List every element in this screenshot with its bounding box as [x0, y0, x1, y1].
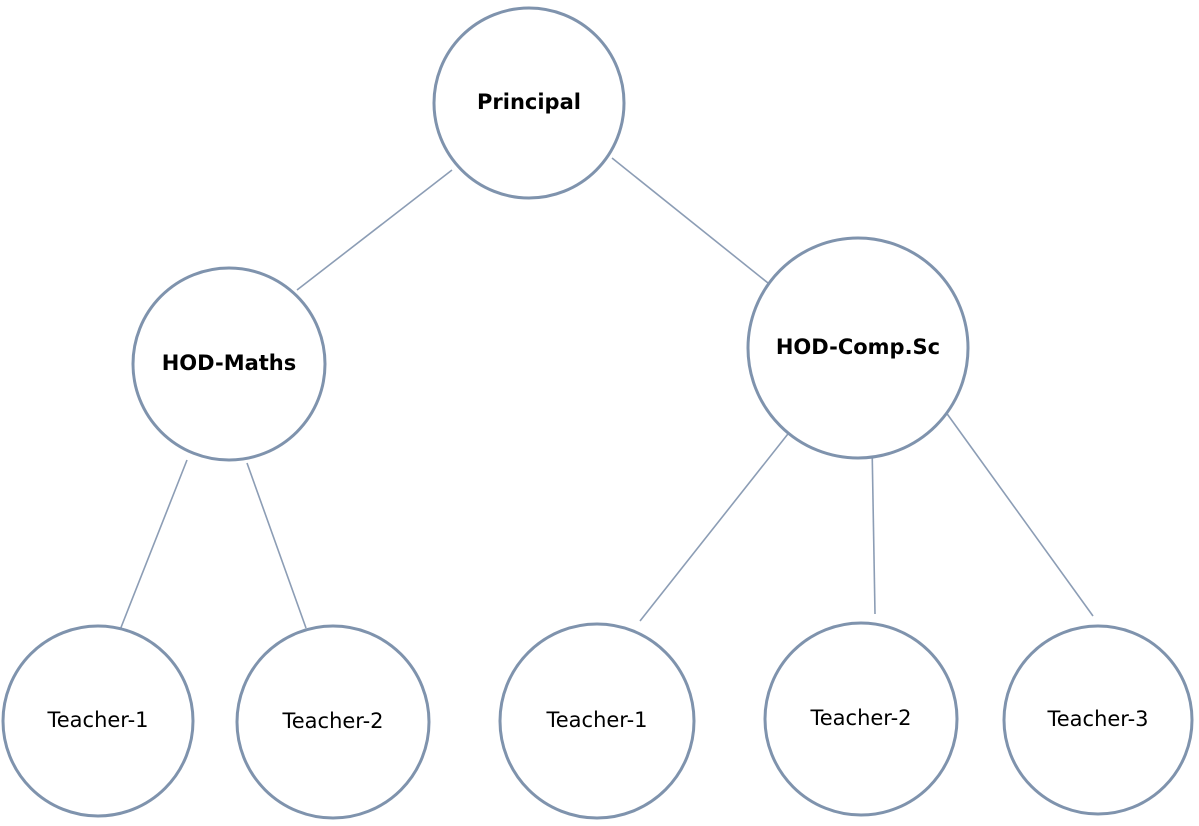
- node-maths-teacher-2: Teacher-2: [235, 624, 431, 820]
- node-hod-compsc: HOD-Comp.Sc: [746, 236, 970, 460]
- node-circle: [1002, 624, 1194, 816]
- node-compsc-teacher-1: Teacher-1: [498, 622, 696, 820]
- node-label: Principal: [477, 90, 581, 114]
- node-label: Teacher-2: [809, 706, 911, 730]
- node-circle: [746, 236, 970, 460]
- edge-hod-maths-teacher-1: [119, 459, 188, 631]
- node-circle: [498, 622, 696, 820]
- node-label: HOD-Maths: [162, 351, 297, 375]
- edge-principal-hod-maths: [296, 169, 453, 291]
- node-label: Teacher-1: [46, 708, 148, 732]
- node-circle: [235, 624, 431, 820]
- node-circle: [131, 266, 327, 462]
- node-circle: [1, 624, 195, 818]
- edge-principal-hod-compsc: [611, 157, 769, 284]
- node-circle: [763, 621, 959, 817]
- edge-hod-compsc-teacher-1: [639, 424, 796, 622]
- node-compsc-teacher-3: Teacher-3: [1002, 624, 1194, 816]
- edges: [119, 157, 1094, 631]
- node-maths-teacher-1: Teacher-1: [1, 624, 195, 818]
- edge-hod-compsc-teacher-2: [871, 442, 876, 615]
- node-label: HOD-Comp.Sc: [776, 335, 940, 359]
- node-hod-maths: HOD-Maths: [131, 266, 327, 462]
- edge-hod-compsc-teacher-3: [939, 403, 1094, 617]
- node-compsc-teacher-2: Teacher-2: [763, 621, 959, 817]
- node-label: Teacher-2: [281, 709, 383, 733]
- node-label: Teacher-3: [1046, 707, 1148, 731]
- edge-hod-maths-teacher-2: [246, 462, 307, 629]
- node-label: Teacher-1: [545, 708, 647, 732]
- node-circle: [432, 6, 626, 200]
- node-principal: Principal: [432, 6, 626, 200]
